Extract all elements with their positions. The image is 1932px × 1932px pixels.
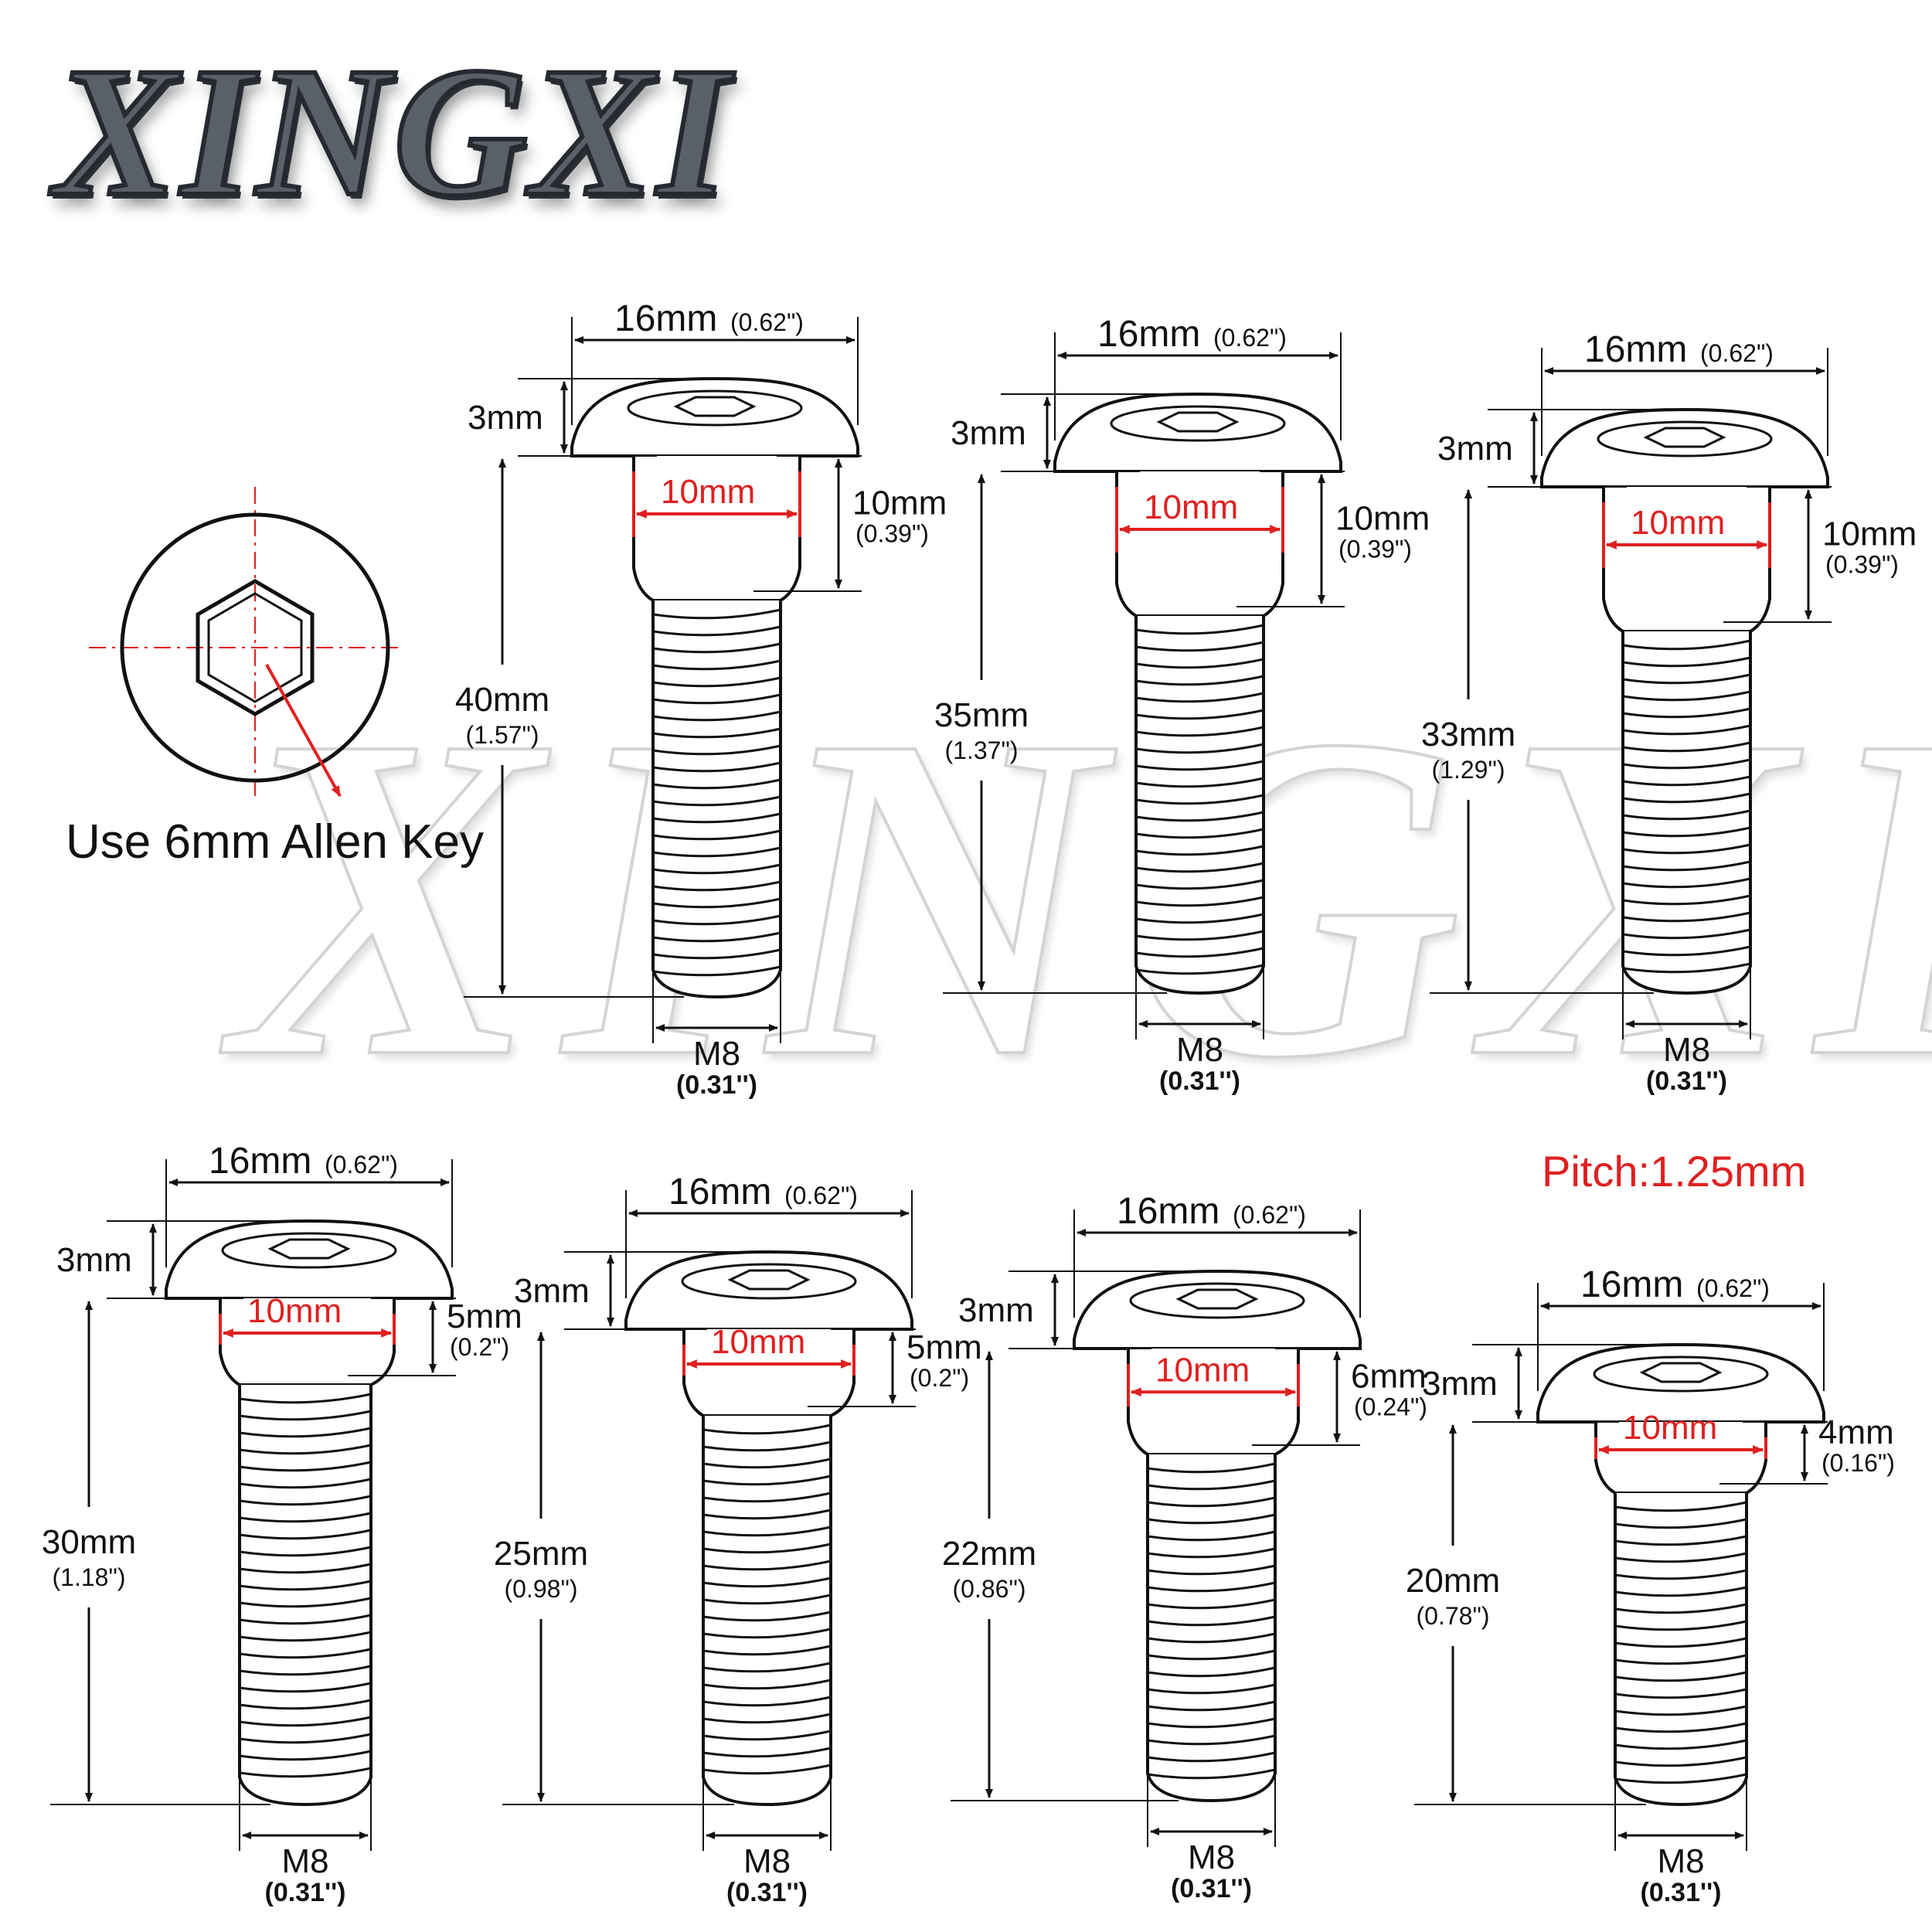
thread-in-label: (0.31'') [1159,1066,1240,1096]
bolt-5: 16mm (0.62") 3mm 10mm 5mm(0.2") 25mm(0.98") M8… [494,1172,982,1907]
shoulder-diameter-label: 10mm [247,1292,342,1330]
allen-key-label: Use 6mm Allen Key [66,815,484,869]
length-in-label: (1.37") [945,736,1019,764]
head-width-label: 16mm [668,1172,771,1213]
shoulder-length-label: 10mm [852,485,947,522]
bolt-7: 16mm (0.62") 3mm 10mm 4mm(0.16") 20mm(0.78") M… [1406,1264,1895,1907]
socket-icon [1597,420,1773,457]
head-height-label: 3mm [514,1272,590,1310]
socket-icon [1593,1355,1769,1393]
head-height-label: 3mm [958,1291,1034,1329]
shoulder-length-label: 10mm [1822,515,1917,553]
thread-label: M8 [281,1842,328,1880]
socket-icon [221,1232,397,1269]
allen-key-view: Use 6mm Allen Key [66,487,484,869]
length-in-label: (0.86") [953,1575,1026,1603]
head-width-label: 16mm [1580,1264,1683,1305]
length-label: 22mm [942,1535,1036,1573]
head-width-in-label: (0.62") [325,1151,398,1179]
shoulder-length-label: 5mm [447,1298,522,1335]
head-width-label: 16mm [614,298,717,339]
shoulder-length-in-label: (0.2") [450,1333,509,1361]
thread-label: M8 [743,1842,791,1880]
head-width-in-label: (0.62") [1213,324,1287,352]
thread-in-label: (0.31'') [265,1878,346,1907]
thread-label: M8 [693,1035,740,1073]
length-label: 40mm [455,681,549,719]
thread-in-label: (0.31'') [1646,1066,1727,1096]
bolt-4: 16mm (0.62") 3mm 10mm 5mm(0.2") 30mm(1.18") M8… [42,1141,522,1907]
brand-logo: XINGXI [52,29,733,234]
head-height-label: 3mm [1422,1365,1498,1403]
shoulder-length-label: 5mm [906,1328,982,1366]
head-width-in-label: (0.62") [784,1182,858,1209]
head-width-label: 16mm [1584,329,1687,370]
head-width-in-label: (0.62") [1700,339,1774,367]
length-in-label: (1.18") [53,1563,126,1591]
length-label: 25mm [494,1535,588,1573]
shoulder-diameter-label: 10mm [711,1323,805,1361]
length-in-label: (0.78") [1417,1602,1490,1630]
thread-in-label: (0.31'') [1641,1878,1722,1907]
shoulder-diameter-label: 10mm [661,473,755,511]
length-label: 20mm [1406,1562,1500,1600]
bolt-head-circle [120,512,390,783]
thread-label: M8 [1188,1838,1235,1876]
shoulder-length-in-label: (0.39") [1338,536,1412,563]
head-height-label: 3mm [1437,430,1513,468]
socket-icon [1129,1282,1305,1319]
length-label: 30mm [42,1523,136,1561]
shoulder-length-in-label: (0.16") [1821,1449,1895,1477]
bolt-thread [1146,1454,1277,1803]
bolt-thread [702,1416,832,1807]
head-width-label: 16mm [1097,314,1200,355]
length-in-label: (1.57") [466,721,539,749]
shoulder-length-in-label: (0.24") [1354,1393,1427,1421]
thread-label: M8 [1663,1031,1710,1069]
length-label: 35mm [934,696,1029,734]
shoulder-length-label: 6mm [1351,1358,1427,1396]
shoulder-length-in-label: (0.39") [855,520,929,548]
shoulder-length-in-label: (0.39") [1825,551,1899,579]
head-height-label: 3mm [56,1241,132,1279]
shoulder-length-label: 10mm [1335,500,1430,538]
hex-socket-icon [196,579,315,716]
head-width-in-label: (0.62") [730,308,804,336]
shoulder-diameter-label: 10mm [1155,1351,1250,1389]
socket-icon [681,1263,857,1300]
shoulder-length-in-label: (0.2") [910,1364,969,1392]
thread-label: M8 [1657,1842,1704,1880]
head-width-label: 16mm [209,1141,311,1182]
head-width-in-label: (0.62") [1696,1274,1770,1302]
head-height-label: 3mm [951,414,1026,452]
thread-in-label: (0.31'') [726,1878,808,1907]
shoulder-diameter-label: 10mm [1144,488,1238,526]
thread-in-label: (0.31'') [1171,1874,1252,1903]
head-width-label: 16mm [1117,1191,1219,1232]
bolt-6: 16mm (0.62") 3mm 10mm 6mm(0.24") 22mm(0.86") M… [942,1191,1427,1903]
bolt-thread [238,1385,372,1807]
bolt-thread [1614,1493,1748,1807]
head-height-label: 3mm [468,399,543,437]
shoulder-diameter-label: 10mm [1623,1409,1717,1447]
length-in-label: (0.98") [505,1575,578,1603]
socket-icon [1110,405,1286,442]
socket-icon [627,389,803,427]
shoulder-length-label: 4mm [1818,1413,1894,1451]
thread-in-label: (0.31'') [676,1070,757,1100]
length-in-label: (1.29") [1432,756,1505,784]
thread-label: M8 [1176,1031,1223,1069]
pitch-label: Pitch:1.25mm [1542,1147,1806,1196]
shoulder-diameter-label: 10mm [1631,504,1725,542]
head-width-in-label: (0.62") [1233,1201,1306,1229]
length-label: 33mm [1421,716,1515,753]
